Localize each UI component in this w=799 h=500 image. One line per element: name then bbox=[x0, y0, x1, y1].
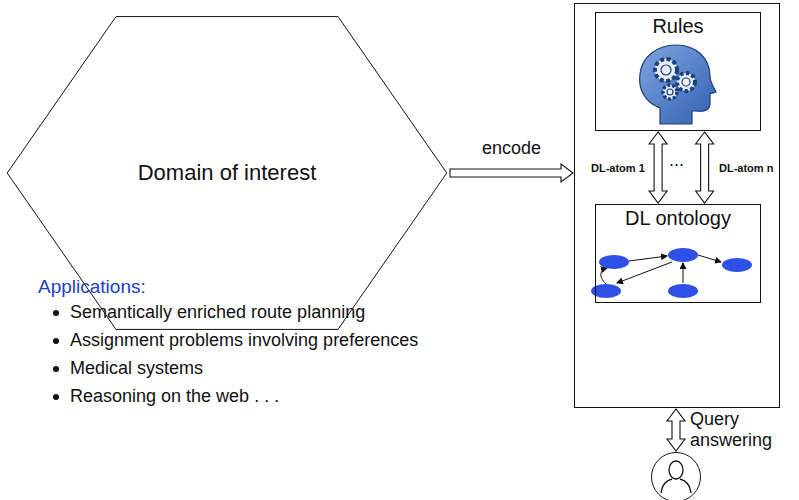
node-title: DL ontology bbox=[625, 207, 731, 230]
section-heading: Applications: bbox=[38, 276, 146, 298]
rules-box: Rules bbox=[595, 12, 761, 131]
bullet-dot bbox=[53, 338, 59, 344]
node-title: Rules bbox=[652, 15, 703, 38]
system-box: Rules DL ontology bbox=[574, 3, 780, 408]
ontology-box: DL ontology bbox=[595, 204, 761, 303]
hexagon-shape bbox=[7, 17, 447, 330]
bullet-dot bbox=[53, 310, 59, 316]
block-arrow bbox=[696, 132, 714, 203]
application-item: Assignment problems involving preference… bbox=[70, 330, 418, 351]
application-item: Reasoning on the web . . . bbox=[70, 386, 279, 407]
application-item: Semantically enriched route planning bbox=[70, 302, 365, 323]
application-item: Medical systems bbox=[70, 358, 203, 379]
ontology-graph bbox=[580, 238, 760, 302]
ellipsis-label: ... bbox=[669, 150, 684, 171]
edge-label: encode bbox=[482, 138, 541, 159]
bullet-dot bbox=[53, 366, 59, 372]
block-arrow bbox=[649, 132, 667, 203]
user-circle bbox=[651, 452, 701, 500]
brain-gears-icon bbox=[630, 42, 720, 126]
edge-label: DL-atom n bbox=[719, 162, 773, 174]
bullet-dot bbox=[53, 394, 59, 400]
edge-label: DL-atom 1 bbox=[591, 162, 645, 174]
block-arrow bbox=[450, 164, 573, 182]
edge-label: Query answering bbox=[690, 409, 782, 451]
node-title: Domain of interest bbox=[138, 160, 317, 186]
block-arrow bbox=[667, 409, 685, 451]
user-icon bbox=[656, 455, 696, 497]
